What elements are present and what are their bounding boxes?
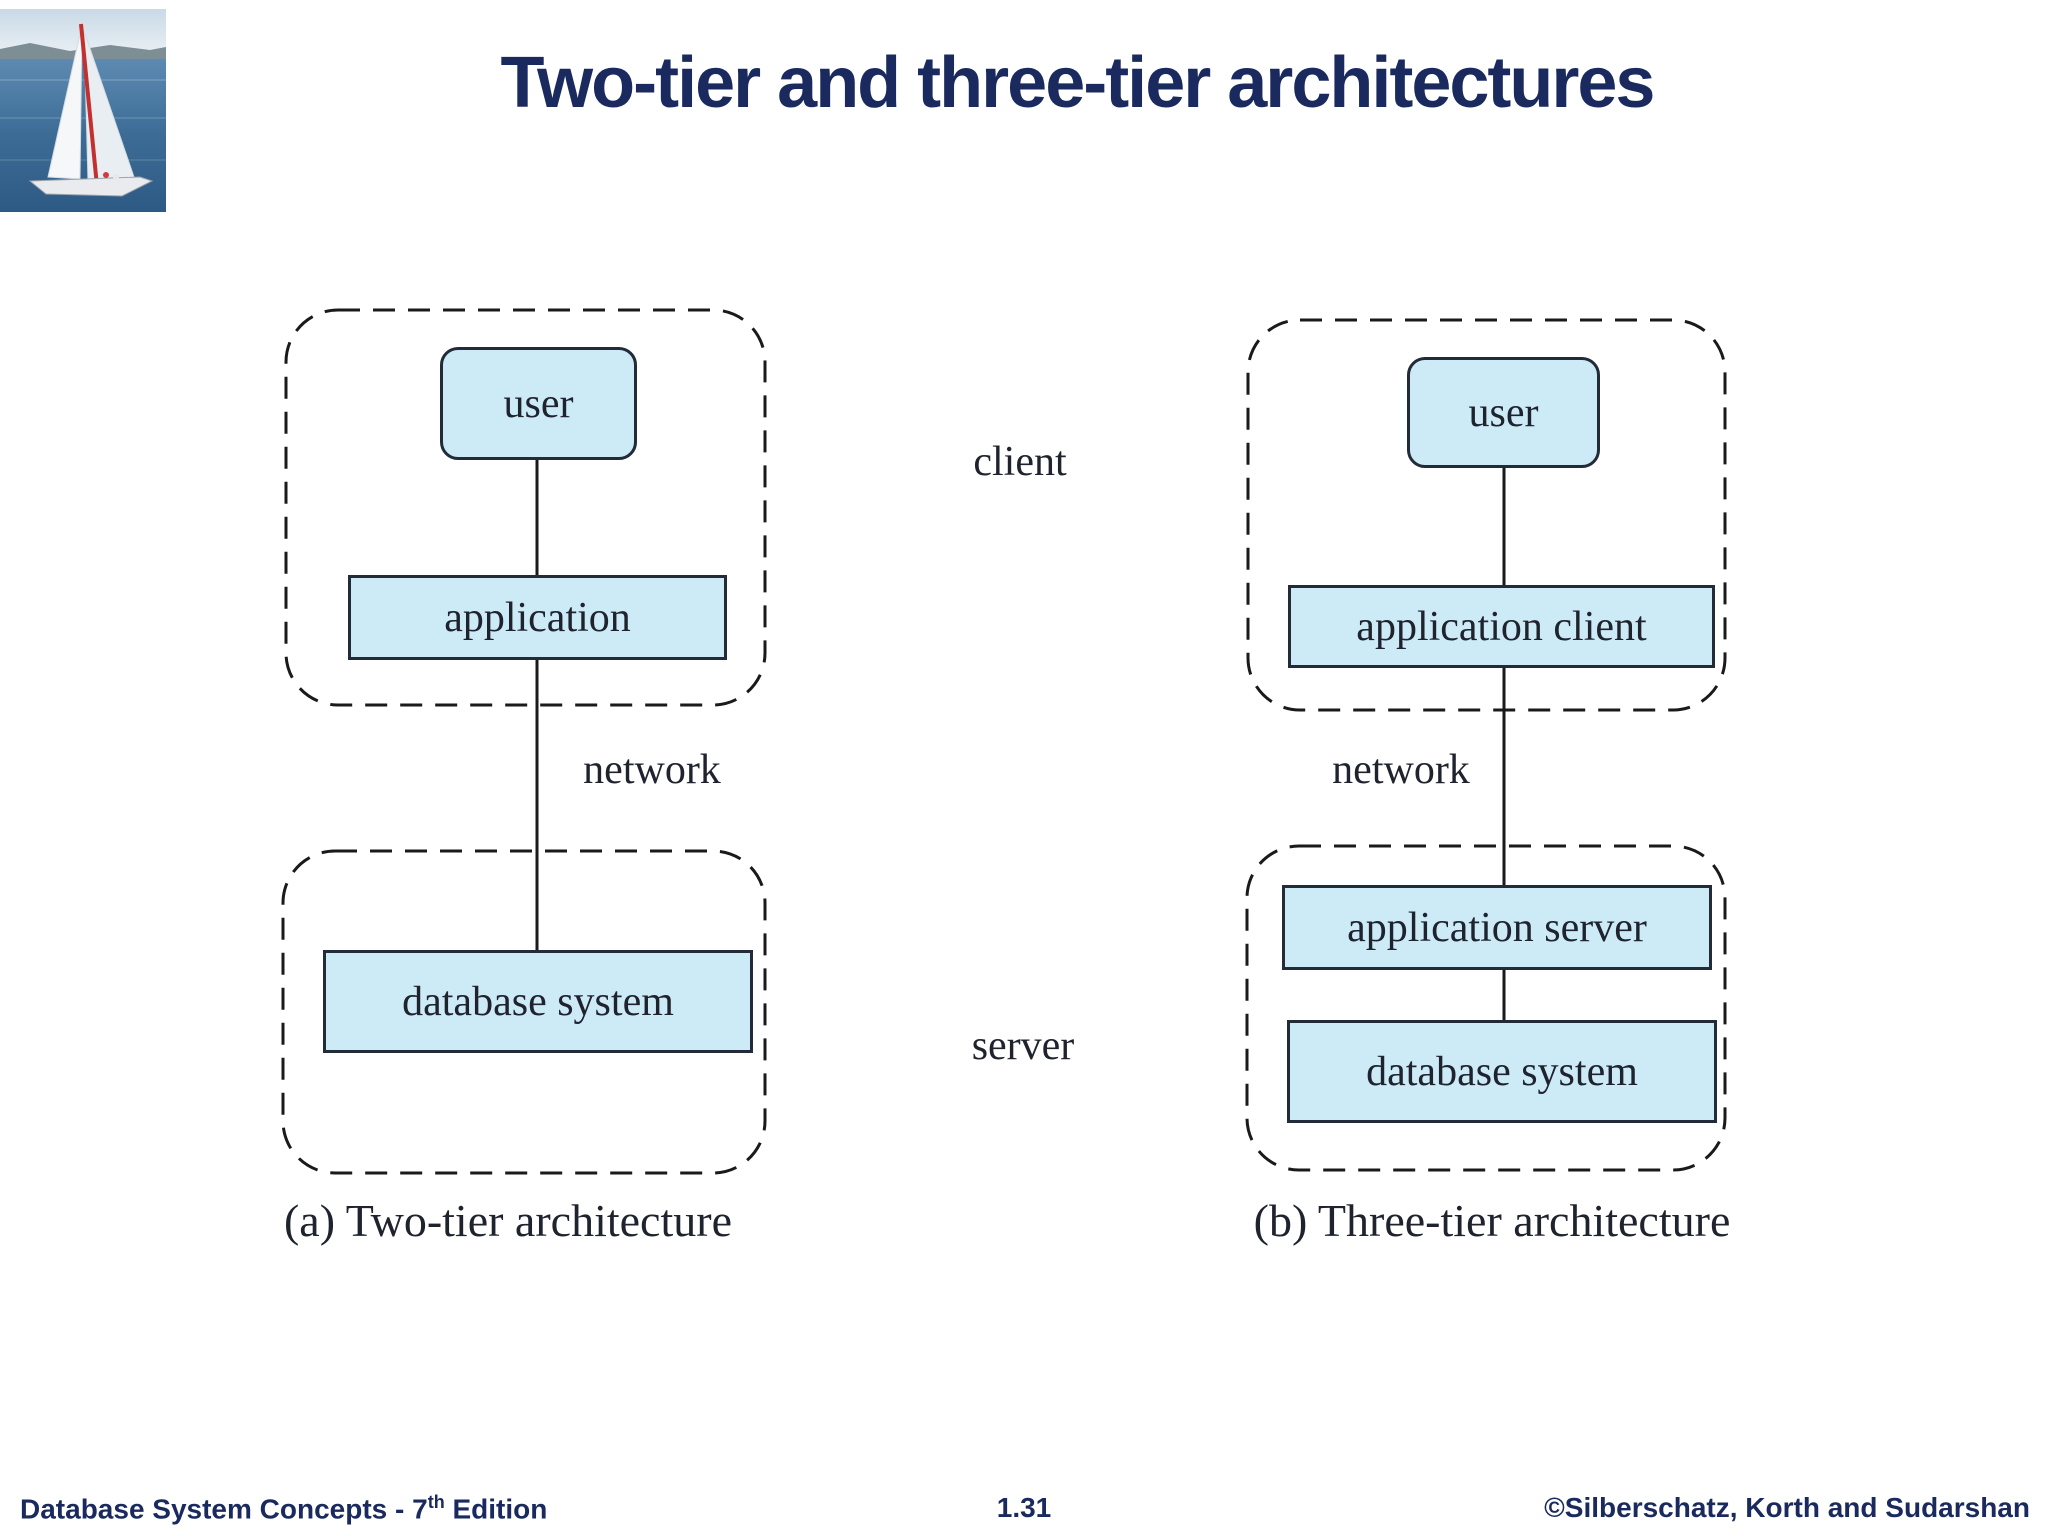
- wave-streak: [0, 79, 166, 81]
- node-label: application server: [1347, 904, 1647, 951]
- caption-three-tier: (b) Three-tier architecture: [1253, 1195, 1731, 1246]
- label-server-tier: server: [971, 1023, 1075, 1069]
- footer-book-title: Database System Concepts - 7th Edition: [20, 1492, 547, 1525]
- label-network-three-tier: network: [1332, 747, 1470, 793]
- node-label: database system: [402, 978, 674, 1025]
- node-label: database system: [1366, 1048, 1638, 1095]
- node-database-two-tier: database system: [323, 950, 753, 1053]
- node-application-server: application server: [1282, 885, 1712, 970]
- node-user-three-tier: user: [1407, 357, 1600, 468]
- client-boundary-two-tier: [284, 308, 767, 707]
- node-application-client: application client: [1288, 585, 1715, 668]
- sailboat-illustration: [0, 9, 166, 212]
- node-label: user: [1468, 389, 1539, 436]
- hull: [28, 176, 154, 197]
- server-boundary-three-tier: [1245, 844, 1727, 1172]
- wave-streak: [0, 117, 166, 119]
- crew-dot: [113, 174, 119, 180]
- caption-two-tier: (a) Two-tier architecture: [283, 1195, 732, 1246]
- node-application-two-tier: application: [348, 575, 727, 660]
- footer-edition-superscript: th: [427, 1492, 445, 1512]
- client-boundary-three-tier: [1246, 318, 1727, 712]
- footer-page-number: 1.31: [996, 1492, 1052, 1523]
- slide-title: Two-tier and three-tier architectures: [500, 43, 1656, 123]
- crew-dot: [103, 172, 109, 178]
- node-label: application client: [1356, 603, 1647, 650]
- footer-edition-tail: Edition: [444, 1493, 548, 1525]
- node-database-three-tier: database system: [1287, 1020, 1717, 1123]
- sailboat-photo-logo: [0, 9, 166, 212]
- label-client-tier: client: [973, 439, 1067, 485]
- red-stripe: [79, 23, 99, 187]
- footer-copyright: ©Silberschatz, Korth and Sudarshan: [1544, 1492, 2030, 1523]
- label-network-two-tier: network: [583, 747, 721, 793]
- mainsail: [47, 24, 83, 180]
- node-label: user: [503, 380, 574, 427]
- node-label: application: [444, 594, 631, 641]
- wave-streak: [0, 159, 166, 161]
- node-user-two-tier: user: [440, 347, 637, 460]
- server-boundary-two-tier: [281, 849, 767, 1175]
- footer-book-main: Database System Concepts - 7: [20, 1493, 428, 1525]
